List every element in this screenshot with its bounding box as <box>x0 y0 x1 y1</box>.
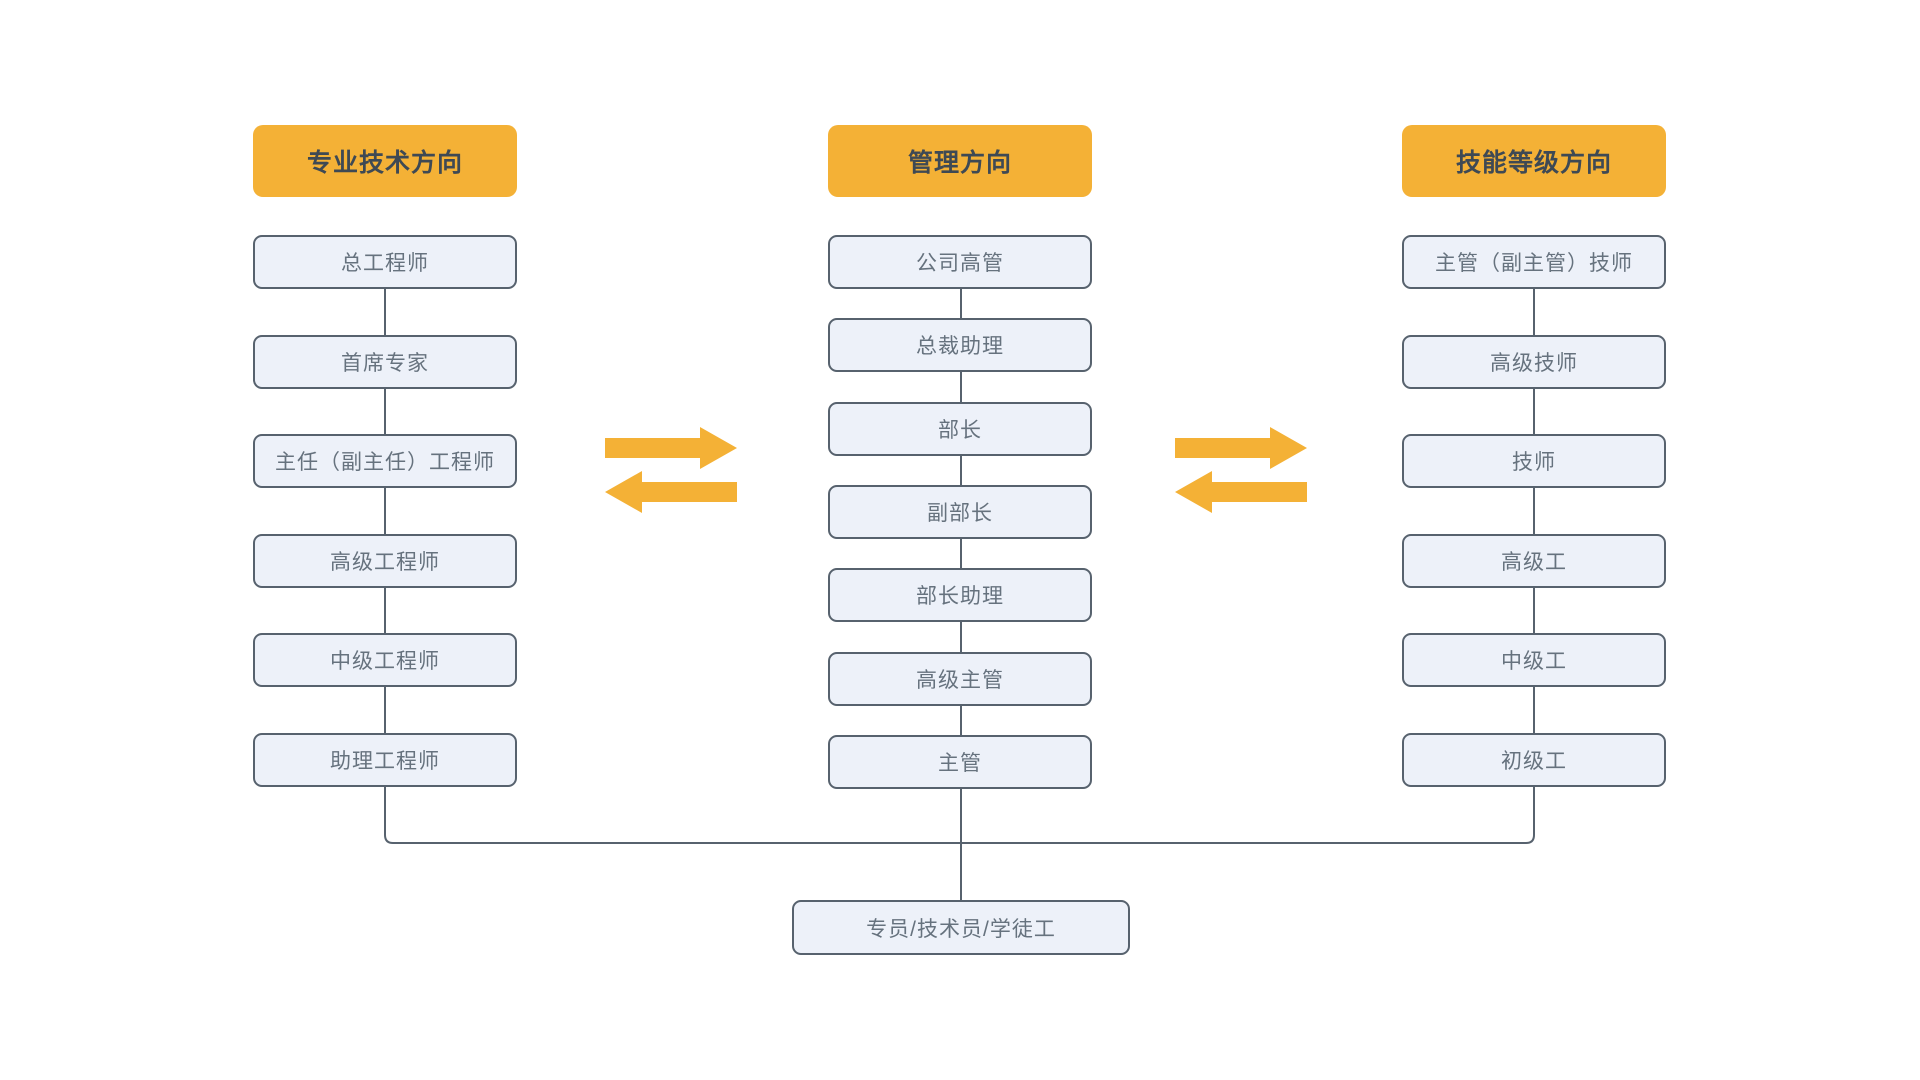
level-box-supervisor: 主管 <box>828 735 1092 789</box>
column-header-professional-technical: 专业技术方向 <box>253 125 517 197</box>
swap-arrows-icon-right <box>1175 427 1307 513</box>
level-box-chief-expert: 首席专家 <box>253 335 517 389</box>
column-header-skill-grade: 技能等级方向 <box>1402 125 1666 197</box>
level-box-minister: 部长 <box>828 402 1092 456</box>
level-box-chief-engineer: 总工程师 <box>253 235 517 289</box>
column-header-management: 管理方向 <box>828 125 1092 197</box>
level-box-company-executive: 公司高管 <box>828 235 1092 289</box>
level-box-intermediate-engineer: 中级工程师 <box>253 633 517 687</box>
level-box-senior-technician: 高级技师 <box>1402 335 1666 389</box>
level-box-director-engineer: 主任（副主任）工程师 <box>253 434 517 488</box>
level-box-senior-worker: 高级工 <box>1402 534 1666 588</box>
level-box-assistant-engineer: 助理工程师 <box>253 733 517 787</box>
level-box-senior-supervisor: 高级主管 <box>828 652 1092 706</box>
level-box-junior-worker: 初级工 <box>1402 733 1666 787</box>
level-box-minister-assistant: 部长助理 <box>828 568 1092 622</box>
entry-level-box: 专员/技术员/学徒工 <box>792 900 1130 955</box>
level-box-chief-technician: 主管（副主管）技师 <box>1402 235 1666 289</box>
level-box-deputy-minister: 副部长 <box>828 485 1092 539</box>
level-box-intermediate-worker: 中级工 <box>1402 633 1666 687</box>
level-box-senior-engineer: 高级工程师 <box>253 534 517 588</box>
swap-arrows-icon-left <box>605 427 737 513</box>
level-box-president-assistant: 总裁助理 <box>828 318 1092 372</box>
level-box-technician: 技师 <box>1402 434 1666 488</box>
